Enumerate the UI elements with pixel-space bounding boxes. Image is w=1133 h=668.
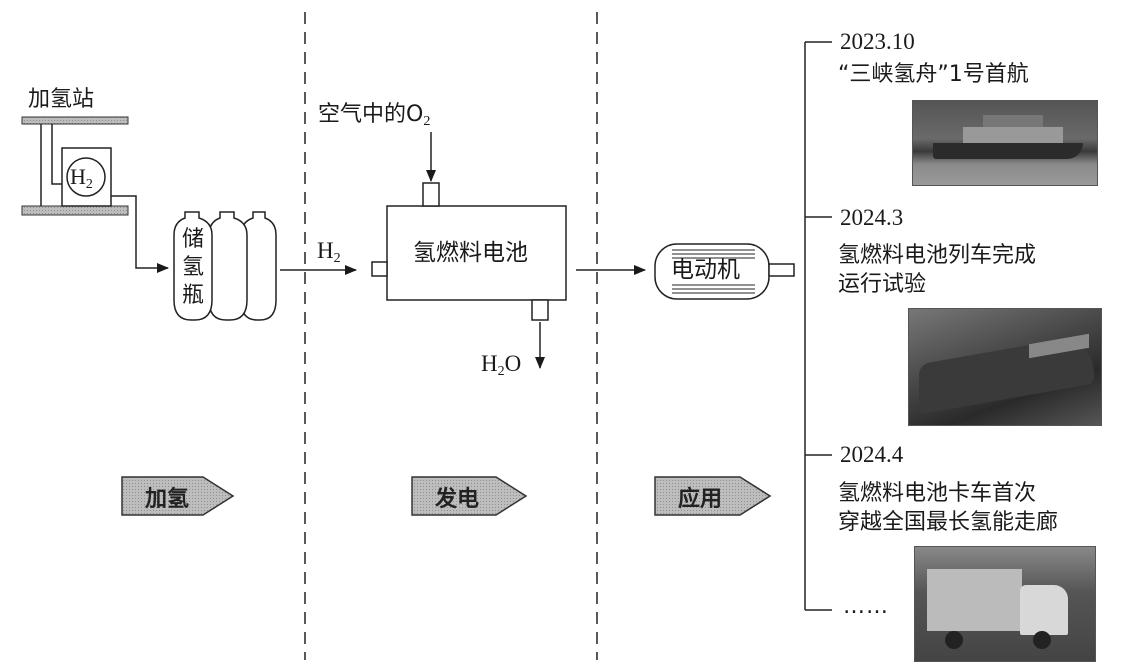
storage-bottles-icon bbox=[173, 211, 277, 321]
stage-label: 发电 bbox=[434, 487, 479, 512]
event-description-line2: 运行试验 bbox=[838, 272, 927, 297]
truck-photo bbox=[914, 546, 1096, 662]
event-date: 2024.4 bbox=[840, 442, 904, 467]
water-label-o: O bbox=[504, 351, 522, 376]
bottle-char-1: 储 bbox=[181, 227, 204, 252]
train-photo bbox=[908, 308, 1102, 426]
motor-label: 电动机 bbox=[671, 257, 740, 283]
tank-formula-sub: 2 bbox=[85, 177, 93, 192]
h2-label-h: H bbox=[317, 238, 334, 263]
h2-label-sub: 2 bbox=[333, 251, 341, 266]
water-flow-label: H2O bbox=[481, 351, 521, 385]
water-label-h: H bbox=[481, 351, 498, 376]
station-title: 加氢站 bbox=[28, 87, 95, 112]
bottle-char-2: 氢 bbox=[181, 255, 204, 280]
stage-label: 应用 bbox=[677, 487, 722, 512]
event-date: 2023.10 bbox=[840, 29, 915, 54]
ship-photo bbox=[912, 100, 1098, 186]
fuel-cell-label: 氢燃料电池 bbox=[413, 240, 528, 266]
event-description-line2: 穿越全国最长氢能走廊 bbox=[838, 510, 1059, 535]
storage-bottle-label: 储 氢 瓶 bbox=[180, 226, 206, 310]
stage-label: 加氢 bbox=[144, 487, 189, 512]
tank-formula-h: H bbox=[70, 164, 86, 189]
o2-flow-label: 空气中的O2 bbox=[318, 102, 430, 135]
o2-label-sub: 2 bbox=[423, 114, 431, 129]
water-label-sub: 2 bbox=[497, 364, 505, 379]
timeline-bracket bbox=[804, 41, 832, 611]
timeline-ellipsis: …… bbox=[843, 594, 889, 619]
event-description-line1: 氢燃料电池卡车首次 bbox=[838, 481, 1037, 506]
hydrogen-station-icon bbox=[21, 116, 169, 273]
event-description-line1: 氢燃料电池列车完成 bbox=[838, 243, 1037, 268]
event-date: 2024.3 bbox=[840, 205, 904, 230]
h2-flow-label: H2 bbox=[317, 238, 341, 272]
fuel-cell-box bbox=[371, 182, 567, 321]
stage-tag-shapes bbox=[121, 476, 772, 516]
motor-icon bbox=[654, 243, 795, 300]
tank-formula: H2 bbox=[70, 164, 93, 198]
o2-label-text: 空气中的O bbox=[318, 102, 424, 127]
bottle-char-3: 瓶 bbox=[181, 283, 204, 308]
event-description: “三峡氢舟”1号首航 bbox=[838, 62, 1029, 87]
